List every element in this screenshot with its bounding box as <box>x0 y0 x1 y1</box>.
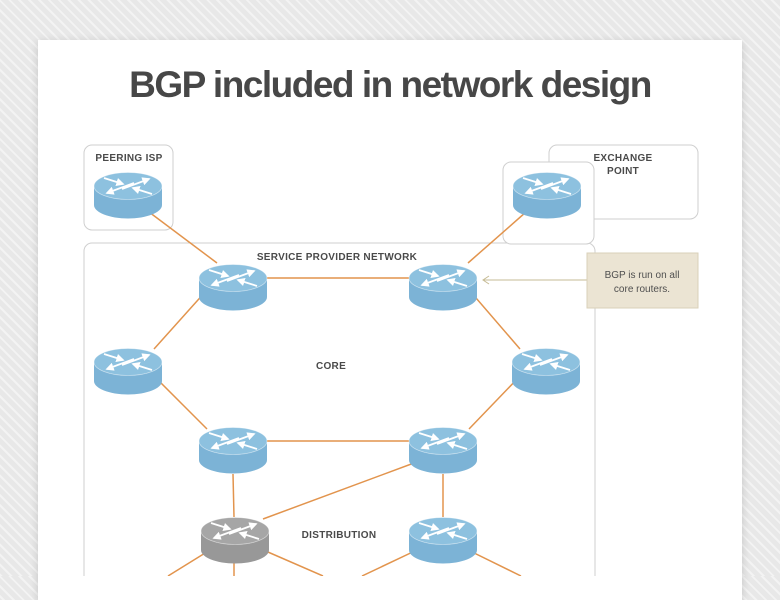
router-arrow-icon <box>524 182 554 195</box>
network-link <box>361 548 420 576</box>
annotation-text-line2: core routers. <box>614 284 670 295</box>
router-arrow-icon <box>436 522 466 535</box>
router-arrow-icon <box>446 278 468 287</box>
router-arrow-icon <box>236 278 258 287</box>
router-arrow-icon <box>418 522 440 531</box>
core-router-top-right <box>408 264 478 311</box>
router-arrow-icon <box>210 437 240 450</box>
router-arrow-icon <box>420 437 450 450</box>
router-arrow-icon <box>436 432 466 445</box>
router-arrow-icon <box>131 186 153 195</box>
router-arrow-icon <box>226 432 256 445</box>
network-link <box>153 290 207 350</box>
router-arrow-icon <box>131 362 153 371</box>
router-arrow-icon <box>549 362 571 371</box>
router-arrow-icon <box>521 353 543 362</box>
network-link <box>152 374 208 430</box>
router-arrow-icon <box>446 531 468 540</box>
page-title: BGP included in network design <box>129 64 652 105</box>
router-arrow-icon <box>228 522 258 535</box>
core-router-right <box>511 348 581 395</box>
router-arrow-icon <box>210 274 240 287</box>
router-arrow-icon <box>418 432 440 441</box>
router-arrow-icon <box>212 527 242 540</box>
router-arrow-icon <box>105 182 135 195</box>
core-router-bottom-right <box>408 427 478 474</box>
network-link <box>262 462 415 520</box>
router-arrow-icon <box>420 274 450 287</box>
service-provider-network-box <box>83 242 596 576</box>
router-arrow-icon <box>208 432 230 441</box>
distribution-router-right <box>408 517 478 564</box>
router-arrow-icon <box>121 353 151 366</box>
router-arrow-icon <box>418 269 440 278</box>
exchange-point-label-line2: POINT <box>607 166 639 177</box>
service-provider-network-label: SERVICE PROVIDER NETWORK <box>257 252 418 263</box>
router-arrow-icon <box>208 269 230 278</box>
distribution-router-left <box>200 517 270 564</box>
router-arrow-icon <box>103 177 125 186</box>
network-link <box>260 548 324 576</box>
exchange-point-label-line1: EXCHANGE <box>593 153 652 164</box>
routers <box>93 172 582 564</box>
router-arrow-icon <box>550 186 572 195</box>
router-arrow-icon <box>238 531 260 540</box>
router-arrow-icon <box>103 353 125 362</box>
peering-isp-router <box>93 172 163 219</box>
annotation-text-line1: BGP is run on all <box>605 270 680 281</box>
core-label: CORE <box>316 361 346 372</box>
network-link <box>468 374 522 430</box>
network-link <box>467 211 527 264</box>
router-arrow-icon <box>539 353 569 366</box>
router-arrow-icon <box>540 177 570 190</box>
network-links <box>148 211 527 576</box>
router-arrow-icon <box>121 177 151 190</box>
router-arrow-icon <box>420 527 450 540</box>
network-link <box>232 473 235 518</box>
peering-isp-label: PEERING ISP <box>95 153 162 164</box>
core-router-bottom-left <box>198 427 268 474</box>
router-arrow-icon <box>522 177 544 186</box>
network-link <box>148 211 218 264</box>
router-arrow-icon <box>446 441 468 450</box>
annotation-box <box>586 252 699 309</box>
core-router-left <box>93 348 163 395</box>
router-arrow-icon <box>523 358 553 371</box>
distribution-label: DISTRIBUTION <box>302 530 377 541</box>
exchange-point-router <box>512 172 582 219</box>
router-arrow-icon <box>210 522 232 531</box>
annotation-arrowhead-icon <box>482 275 490 285</box>
router-arrow-icon <box>226 269 256 282</box>
network-diagram: EXCHANGE POINT PEERING ISP SERVICE PROVI… <box>83 144 699 576</box>
core-router-top-left <box>198 264 268 311</box>
router-arrow-icon <box>436 269 466 282</box>
router-arrow-icon <box>105 358 135 371</box>
network-link <box>469 290 521 350</box>
annotation-callout: BGP is run on all core routers. <box>482 252 699 309</box>
router-arrow-icon <box>236 441 258 450</box>
